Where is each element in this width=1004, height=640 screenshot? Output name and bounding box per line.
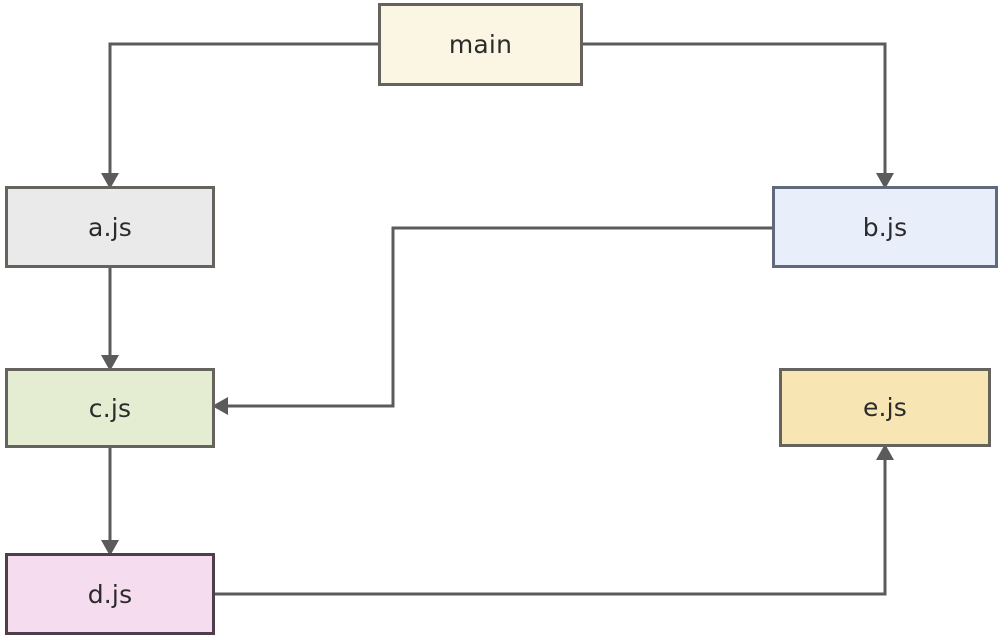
node-main[interactable]: main [378,3,583,86]
node-label-b-js: b.js [862,212,908,242]
node-b-js[interactable]: b.js [772,186,998,268]
node-label-main: main [448,30,513,59]
edge-d-to-e [215,454,887,596]
node-a-js[interactable]: a.js [5,186,215,268]
arrowhead-main-to-b [876,173,894,189]
arrowhead-d-to-e [876,444,894,460]
edge-main-to-b [583,42,887,179]
node-d-js[interactable]: d.js [5,553,215,635]
arrowhead-c-to-d [101,540,119,556]
node-label-c-js: c.js [88,393,132,423]
edge-main-to-a [108,42,378,179]
node-c-js[interactable]: c.js [5,368,215,448]
node-label-d-js: d.js [87,579,133,609]
node-label-a-js: a.js [87,212,133,242]
node-e-js[interactable]: e.js [779,368,991,447]
node-label-e-js: e.js [862,393,908,422]
arrowhead-main-to-a [101,173,119,189]
arrowhead-a-to-c [101,355,119,371]
edge-b-to-c [222,226,772,408]
arrowhead-b-to-c [212,397,228,415]
